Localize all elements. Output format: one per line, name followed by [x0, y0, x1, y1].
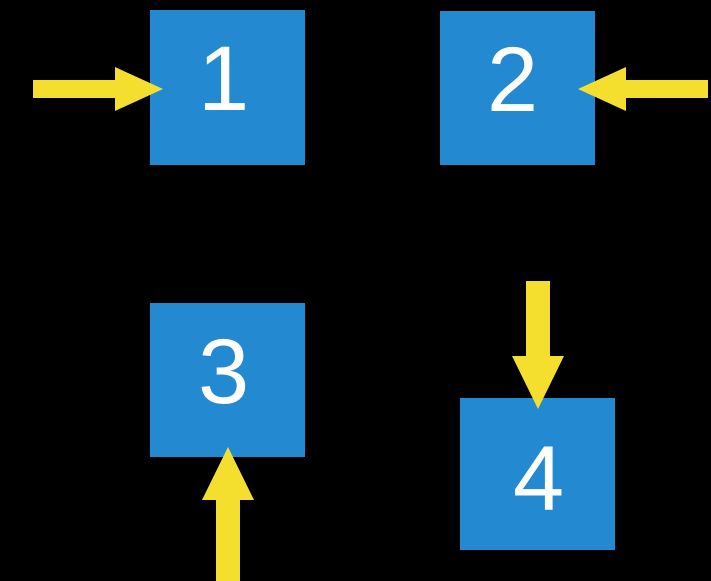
- diagram-node-1[interactable]: [150, 10, 305, 165]
- node-1-label: 1: [198, 28, 250, 130]
- arrow-up-icon: [202, 447, 254, 581]
- node-4-label: 4: [513, 428, 565, 530]
- arrow-down-icon: [512, 281, 564, 409]
- diagram-node-4[interactable]: [460, 398, 615, 550]
- diagram-node-2[interactable]: [440, 11, 595, 165]
- node-3-label: 3: [198, 321, 250, 423]
- node-2-label: 2: [487, 29, 539, 131]
- diagram-node-3[interactable]: [150, 303, 305, 457]
- arrow-left-icon: [578, 67, 708, 111]
- arrow-right-icon: [33, 67, 163, 111]
